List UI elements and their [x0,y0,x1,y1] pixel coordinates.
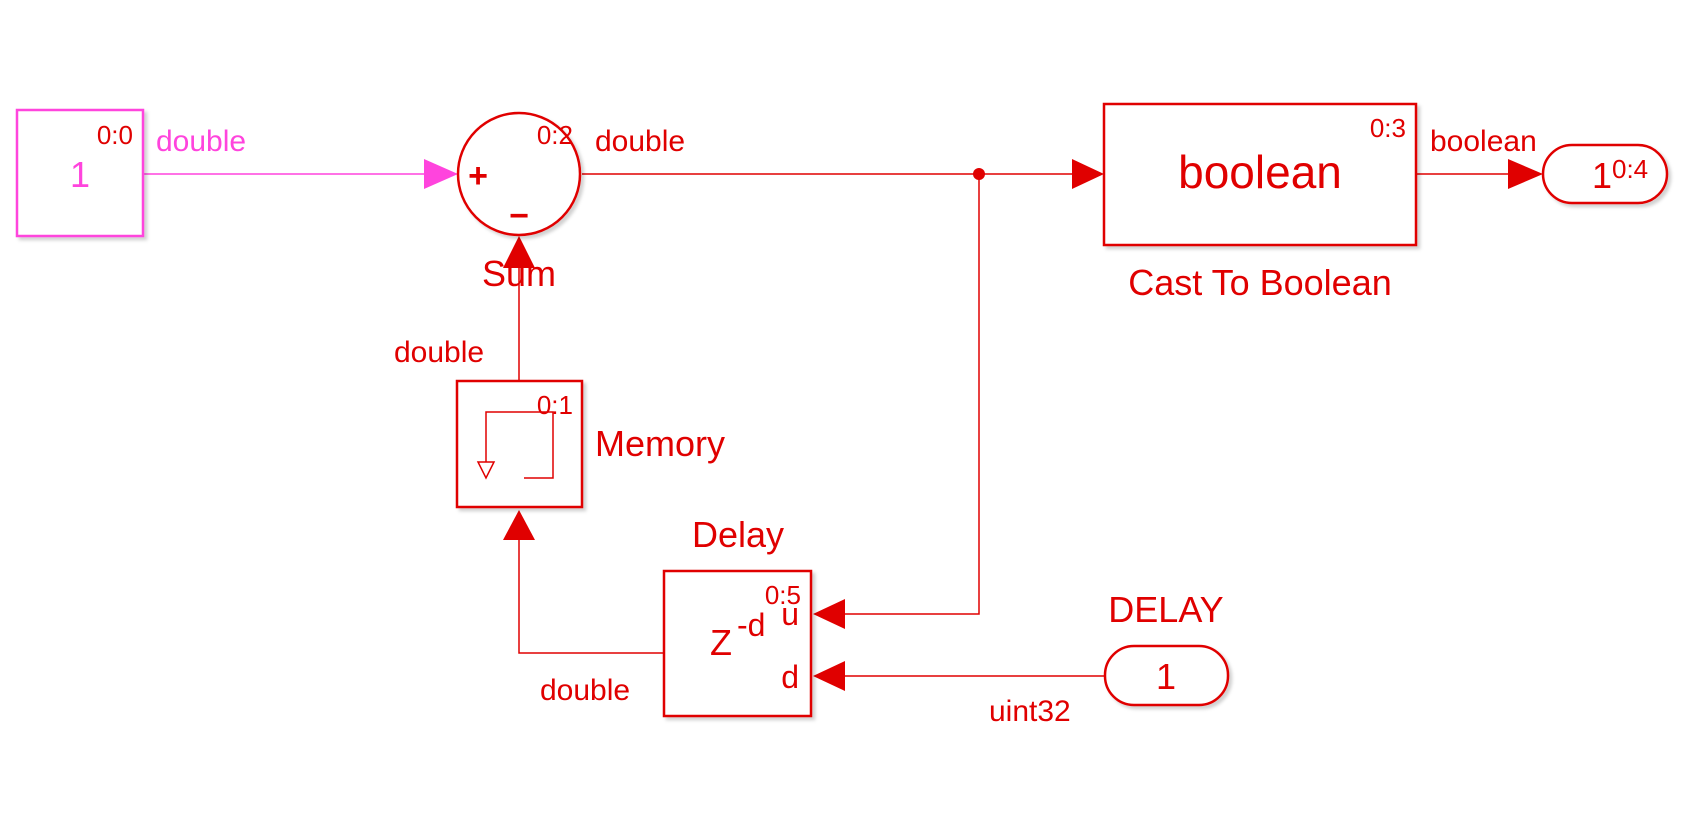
memory-index: 0:1 [537,390,573,420]
inport-value: 1 [1156,656,1176,697]
sum-output-type: double [595,125,685,158]
arrowhead-sum-plus-input [424,159,458,189]
delay-z: Z [710,622,732,663]
memory-block[interactable]: 0:1 [455,379,584,509]
inport-output-type: uint32 [989,695,1071,728]
constant-output-type: double [156,125,246,158]
sum-index: 0:2 [537,120,573,150]
arrowhead-delay-u-input [813,599,845,629]
memory-loop-icon [524,411,554,479]
arrowhead-delay-d-input [813,661,845,691]
outport-block[interactable]: 1 0:4 [1541,143,1669,205]
arrowhead-outport-input [1508,159,1543,189]
cast-to-boolean-block[interactable]: boolean 0:3 [1102,102,1418,247]
sum-minus-sign: − [509,197,529,235]
cast-label: Cast To Boolean [1128,262,1392,303]
wire-delay-to-memory[interactable] [518,538,664,654]
constant-value: 1 [70,154,90,195]
memory-output-type: double [394,336,484,369]
delay-label: Delay [692,514,784,555]
memory-label: Memory [595,423,725,464]
delay-port-d: d [781,659,799,695]
sum-block[interactable]: + − 0:2 [456,111,582,237]
arrowhead-memory-input [503,510,535,540]
cast-index: 0:3 [1370,113,1406,143]
cast-output-type: boolean [1430,125,1537,158]
memory-arrow-icon [476,461,496,480]
delay-block[interactable]: Z -d u d 0:5 [662,569,813,718]
arrowhead-sum-minus-input [503,236,535,268]
sum-label: Sum [482,253,556,294]
inport-delay-block[interactable]: 1 [1103,644,1230,707]
constant-block[interactable]: 1 0:0 [15,108,145,238]
delay-index: 0:5 [765,580,801,610]
delay-exponent: -d [737,607,765,643]
inport-label: DELAY [1108,589,1223,630]
arrowhead-cast-input [1072,159,1104,189]
wire-branch-to-delay-u[interactable] [845,174,980,615]
delay-output-type: double [540,674,630,707]
cast-block-text: boolean [1178,146,1342,198]
outport-value: 1 [1592,155,1612,196]
constant-index: 0:0 [97,120,133,150]
delay-port-u: u [781,596,799,632]
sum-plus-sign: + [468,157,488,195]
outport-index: 0:4 [1612,154,1648,184]
memory-loop-path [485,411,524,462]
